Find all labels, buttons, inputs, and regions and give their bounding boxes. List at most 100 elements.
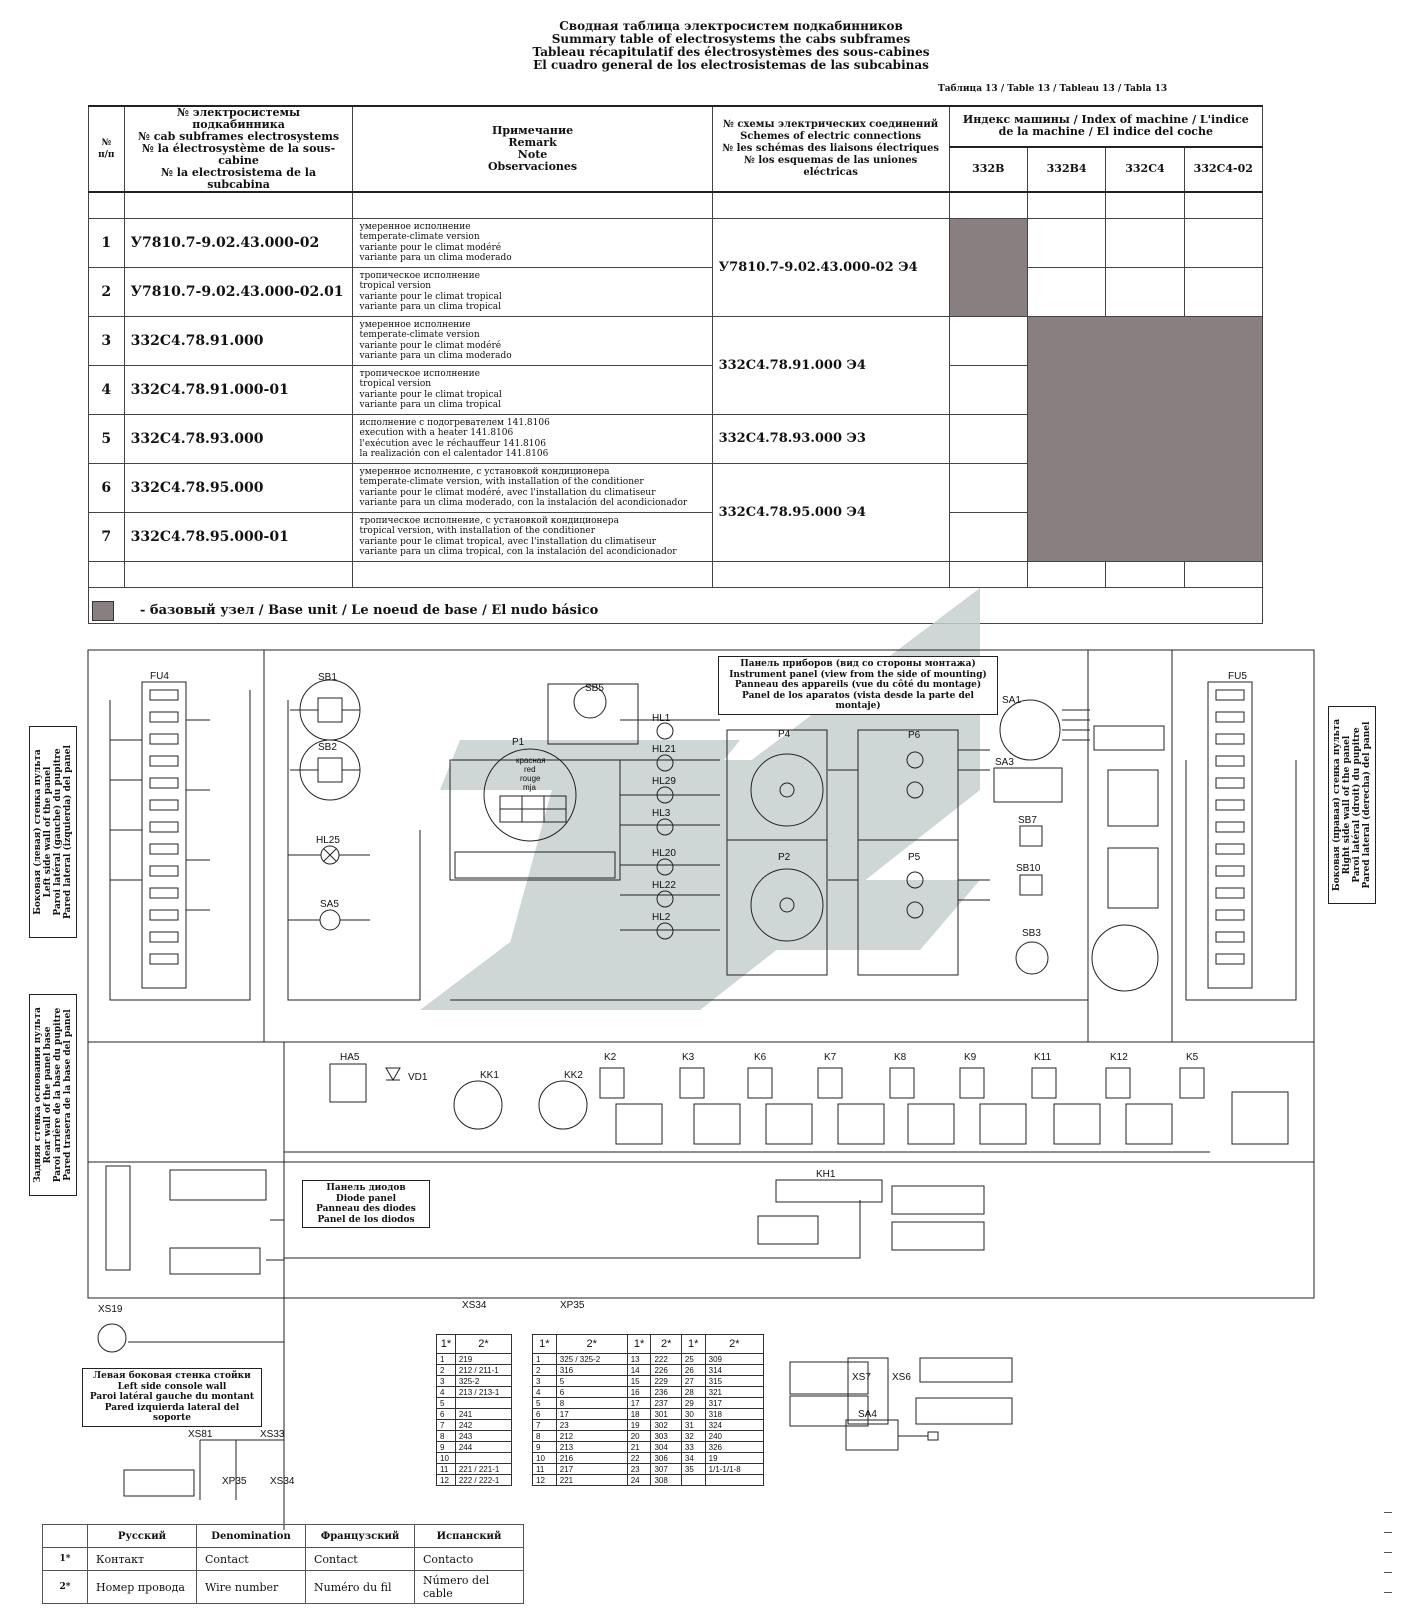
table-cell: 325-2 [454,1375,513,1387]
table-cell: 26 [680,1364,706,1376]
table-cell: 236 [650,1386,682,1398]
header-num: № п/п [88,105,125,193]
table-cell: 12 [532,1474,557,1486]
ha5-device [329,1063,367,1103]
p1-gauge [483,748,577,842]
svg-text:XS34: XS34 [270,1476,295,1487]
table-header-cell: 2* [454,1334,513,1354]
table-header-cell: 1* [680,1334,706,1354]
svg-text:mja: mja [523,783,536,792]
table-cell: 17 [555,1408,628,1420]
svg-text:K11: K11 [1034,1052,1051,1063]
svg-text:K9: K9 [964,1052,977,1063]
table-header-cell: 2* [555,1334,628,1354]
table-cell: Contact [196,1547,306,1571]
table-cell [680,1474,706,1486]
sb10-switch [1019,874,1043,896]
table-cell: 216 [555,1452,628,1464]
svg-text:K5: K5 [1186,1052,1199,1063]
table-cell: 27 [680,1375,706,1387]
hl26-lamp [906,871,924,889]
table-header-cell: Русский [87,1524,197,1548]
svg-text:SA3: SA3 [995,757,1014,768]
table-cell: 226 [650,1364,682,1376]
table-cell: 19 [626,1419,652,1431]
table-cell: 244 [454,1441,513,1453]
table-cell: 13 [626,1353,652,1365]
table-cell: 7 [436,1419,456,1431]
table-cell: 32 [680,1430,706,1442]
svg-text:HA5: HA5 [340,1052,360,1063]
table-cell: 6 [436,1408,456,1420]
sb7-switch [1019,825,1043,847]
svg-text:HL2: HL2 [652,912,671,923]
table-cell: 30 [680,1408,706,1420]
hl27-lamp [906,751,924,769]
table-cell: 9 [436,1441,456,1453]
table-cell: 303 [650,1430,682,1442]
svg-text:XP35: XP35 [222,1476,247,1487]
svg-text:KH1: KH1 [816,1169,836,1180]
table-cell: 304 [650,1441,682,1453]
table-cell: Wire number [196,1570,306,1604]
table-cell: 1 [436,1353,456,1365]
svg-text:XS7: XS7 [852,1372,871,1383]
xs34-title: XS34 [462,1300,487,1311]
table-cell: 4 [532,1386,557,1398]
table-cell: 35 [680,1463,706,1475]
table-cell: 12 [436,1474,456,1486]
svg-text:P5: P5 [908,852,921,863]
table-cell: 22 [626,1452,652,1464]
table-cell: 25 [680,1353,706,1365]
table-cell: 24 [626,1474,652,1486]
table-cell: 3 [532,1375,557,1387]
table-header-cell: 1* [436,1334,456,1354]
svg-text:K3: K3 [682,1052,695,1063]
table-row: 4 332C4.78.91.000-01 тропическое исполне… [88,364,1263,415]
kh1-device [775,1179,883,1203]
label-right-side-wall: Боковая (правая) стенка пульта Right sid… [1328,706,1376,904]
table-cell: 21 [626,1441,652,1453]
svg-text:VD1: VD1 [408,1072,428,1083]
table-cell: 222 [650,1353,682,1365]
table-cell: 237 [650,1397,682,1409]
svg-text:HL22: HL22 [652,880,676,891]
table-cell: 8 [436,1430,456,1442]
table-cell: 6 [555,1386,628,1398]
table-cell: 3 [436,1375,456,1387]
svg-text:K8: K8 [894,1052,907,1063]
svg-text:SB2: SB2 [318,742,337,753]
table-cell: 321 [704,1386,765,1398]
svg-text:K12: K12 [1110,1052,1128,1063]
table-row: 2 У7810.7-9.02.43.000-02.01 тропическое … [88,266,1264,317]
svg-text:P4: P4 [778,729,791,740]
svg-text:HL3: HL3 [652,808,671,819]
title-es: El cuadro general de los electrosistemas… [533,58,929,72]
diagram-frame [87,649,1315,1299]
table-header-cell: Французский [305,1524,415,1548]
table-cell: 6 [532,1408,557,1420]
label-rear-wall: Задняя стенка основания пульта Rear wall… [29,994,77,1196]
fu5-fuses [1215,689,1245,965]
sb5-switch [573,685,607,719]
scheme-cell: У7810.7-9.02.43.000-02 Э4 [711,217,950,317]
table-cell: 28 [680,1386,706,1398]
table-cell: 10 [436,1452,456,1464]
svg-text:SB1: SB1 [318,672,337,683]
table-cell: 242 [454,1419,513,1431]
table-cell: 1* [42,1547,88,1571]
label-instrument-panel: Панель приборов (вид со стороны монтажа)… [718,656,998,715]
table-cell: 5 [532,1397,557,1409]
el20-lamp [906,781,924,799]
svg-text:FU4: FU4 [150,671,169,682]
